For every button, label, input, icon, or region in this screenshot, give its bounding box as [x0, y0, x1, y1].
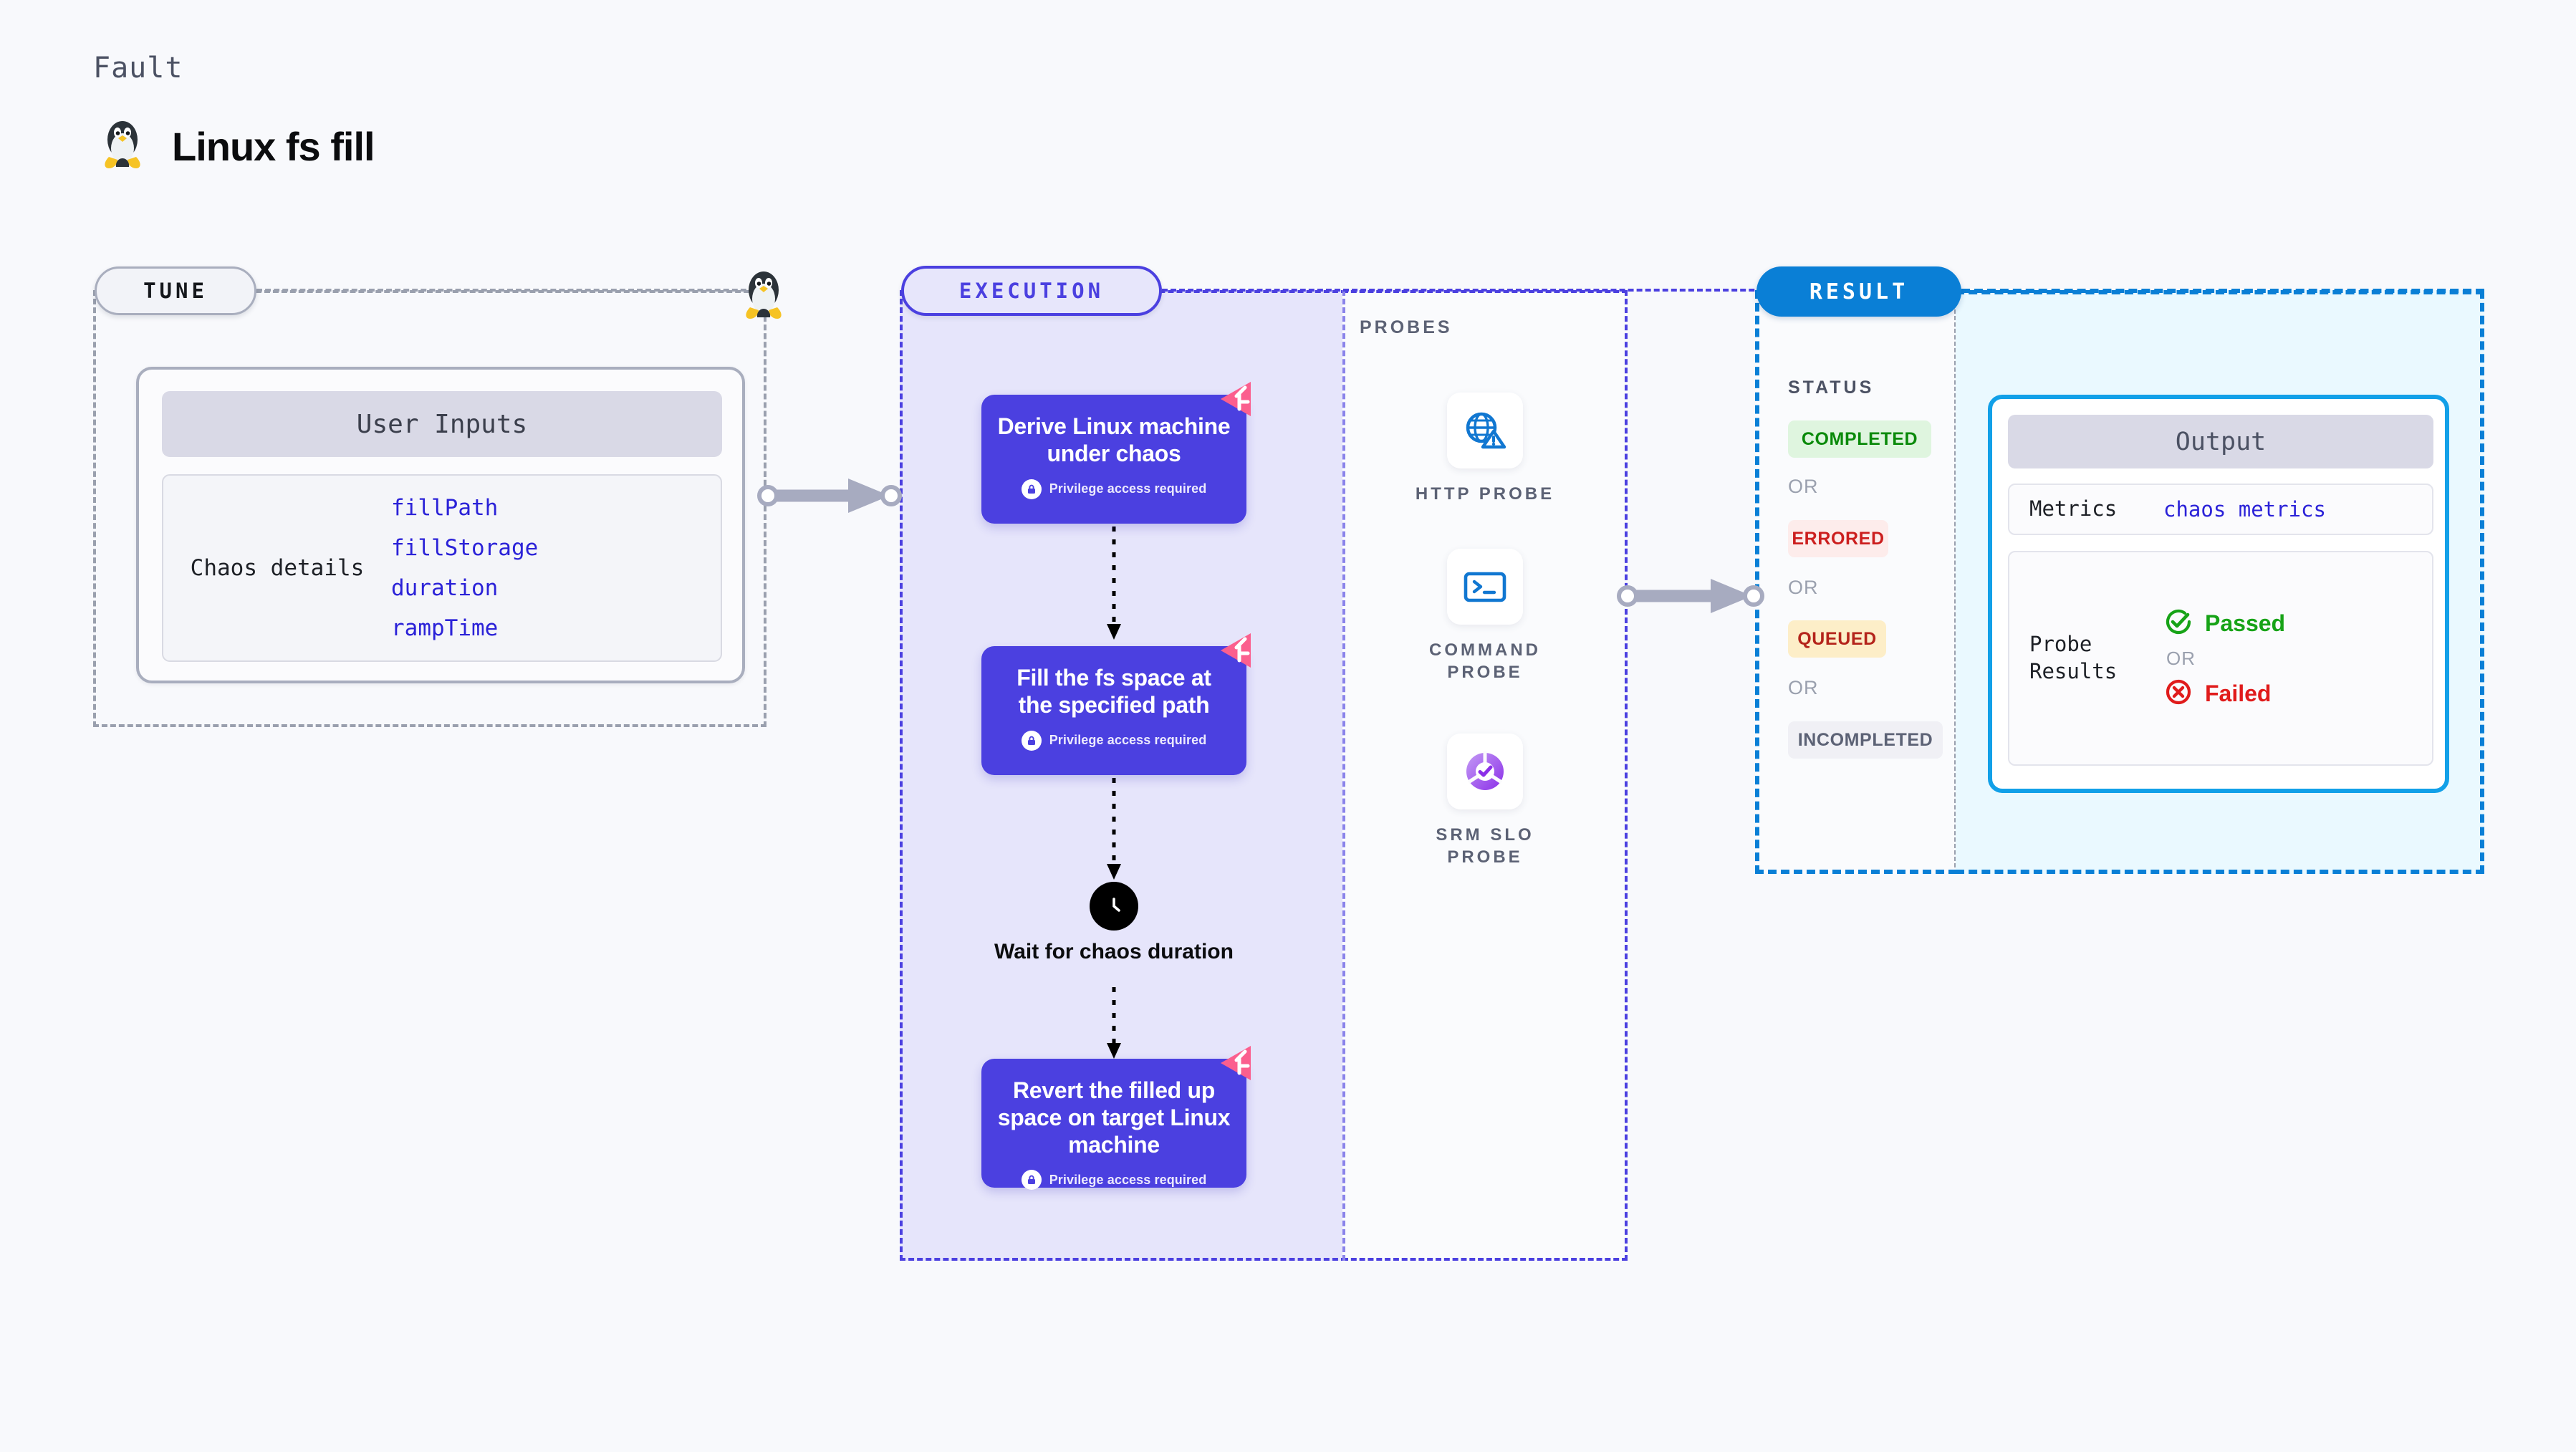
chaos-param[interactable]: fillStorage [391, 535, 539, 561]
or-separator: OR [1788, 677, 1819, 698]
probe-label: HTTP PROBE [1415, 484, 1555, 504]
flow-arrow-2 [1107, 778, 1121, 880]
execution-node[interactable]: Derive Linux machine under chaos Privile… [981, 382, 1251, 524]
result-top-dashed-line [1961, 289, 2484, 293]
privilege-note-text: Privilege access required [1049, 481, 1207, 496]
connector-tune-to-execution [757, 479, 902, 513]
probe-results-key: Probe Results [2029, 632, 2118, 683]
result-zone [1755, 290, 1957, 874]
execution-badge[interactable]: EXECUTION [901, 266, 1162, 316]
or-separator: OR [1788, 476, 1819, 497]
probe-item-srm-slo[interactable]: SRM SLO PROBE [1399, 734, 1571, 868]
or-separator: OR [2166, 647, 2196, 669]
globe-warning-icon [1447, 393, 1523, 468]
status-badge: QUEUED [1788, 620, 1886, 658]
tune-top-dashed-line [256, 289, 764, 292]
chaos-param[interactable]: duration [391, 575, 499, 601]
page-title-row: Linux fs fill [100, 118, 375, 175]
chaos-details-row: Chaos details fillPath fillStorage durat… [162, 474, 722, 662]
status-badge: COMPLETED [1788, 420, 1931, 458]
litmus-ribbon-icon [1218, 632, 1262, 672]
probe-label: COMMAND PROBE [1429, 640, 1541, 682]
page-title: Linux fs fill [172, 124, 375, 169]
lock-icon [1021, 1170, 1042, 1191]
user-inputs-title: User Inputs [162, 391, 722, 457]
status-badge: ERRORED [1788, 520, 1888, 557]
privilege-note: Privilege access required [997, 730, 1231, 751]
metrics-value[interactable]: chaos metrics [2163, 497, 2326, 521]
metrics-key: Metrics [2029, 496, 2118, 521]
tune-right-dashed-line [764, 290, 766, 727]
execution-node[interactable]: Revert the filled up space on target Lin… [981, 1046, 1251, 1191]
probe-item-http[interactable]: HTTP PROBE [1399, 393, 1571, 506]
chaos-param[interactable]: rampTime [391, 615, 499, 641]
execution-node-title: Revert the filled up space on target Lin… [997, 1077, 1231, 1158]
result-badge[interactable]: RESULT [1756, 266, 1961, 317]
privilege-note-text: Privilege access required [1049, 733, 1207, 747]
passed-label: Passed [2205, 610, 2286, 636]
chaos-param[interactable]: fillPath [391, 495, 499, 521]
output-metrics-row: Metrics chaos metrics [2008, 484, 2433, 535]
or-separator: OR [1788, 577, 1819, 598]
lock-icon [1021, 479, 1042, 499]
privilege-note: Privilege access required [997, 1170, 1231, 1191]
probes-zone-border [1342, 290, 1628, 1261]
probes-heading: PROBES [1360, 317, 1453, 337]
linux-penguin-icon [100, 118, 145, 175]
check-circle-icon [2163, 607, 2193, 640]
probe-result-failed: Failed [2163, 677, 2285, 711]
execution-top-dashed-line [1162, 289, 1893, 292]
output-card-title: Output [2008, 415, 2433, 468]
probe-results-stack: Passed OR Failed [2163, 607, 2285, 711]
litmus-ribbon-icon [1218, 380, 1262, 420]
execution-node-title: Derive Linux machine under chaos [997, 413, 1231, 466]
chaos-params-list: fillPath fillStorage duration rampTime [391, 495, 538, 641]
probe-label: SRM SLO PROBE [1436, 825, 1534, 867]
linux-penguin-icon [739, 269, 788, 325]
privilege-note-text: Privilege access required [1049, 1172, 1207, 1187]
litmus-ribbon-icon [1218, 1044, 1262, 1085]
status-badge: INCOMPLETED [1788, 721, 1943, 759]
clock-icon [1090, 882, 1138, 931]
page-kicker: Fault [93, 52, 183, 85]
x-circle-icon [2163, 677, 2193, 711]
probe-result-passed: Passed [2163, 607, 2285, 640]
tune-badge[interactable]: TUNE [95, 266, 256, 315]
wait-step-label: Wait for chaos duration [994, 940, 1234, 963]
execution-probes-divider [1342, 290, 1345, 1261]
probe-item-command[interactable]: COMMAND PROBE [1399, 549, 1571, 683]
result-output-divider [1954, 290, 1956, 874]
execution-node-title: Fill the fs space at the specified path [1017, 665, 1211, 718]
output-card: Output Metrics chaos metrics Probe Resul… [1988, 395, 2449, 793]
flow-arrow-1 [1107, 527, 1121, 640]
status-heading: STATUS [1788, 378, 1875, 398]
user-inputs-card: User Inputs Chaos details fillPath fillS… [136, 367, 745, 683]
execution-node[interactable]: Fill the fs space at the specified path … [981, 633, 1251, 775]
failed-label: Failed [2205, 680, 2272, 706]
output-probe-results-row: Probe Results Passed OR [2008, 551, 2433, 766]
lock-icon [1021, 730, 1042, 751]
chaos-details-label: Chaos details [190, 555, 365, 581]
connector-probes-to-result [1617, 579, 1764, 613]
privilege-note: Privilege access required [997, 479, 1231, 499]
flow-arrow-3 [1107, 987, 1121, 1059]
terminal-icon [1447, 549, 1523, 625]
slo-donut-check-icon [1447, 734, 1523, 809]
